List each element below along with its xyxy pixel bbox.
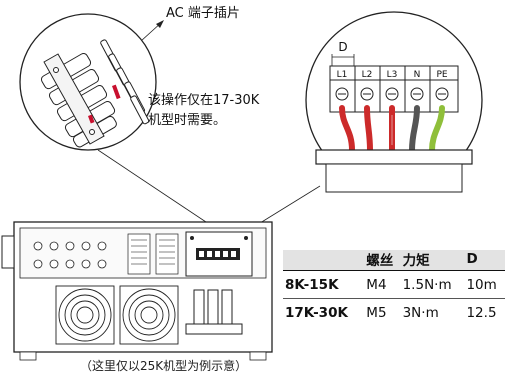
dimension-d-label: D — [338, 40, 347, 54]
model-note: 该操作仅在17-30K 机型时需要。 — [148, 91, 259, 131]
header-model — [283, 248, 365, 271]
header-torque: 力矩 — [400, 248, 465, 271]
cell-d: 10m — [464, 270, 505, 299]
torque-spec-table: 螺丝 力矩 D 8K-15K M4 1.5N·m 10m 17K-30K M5 … — [283, 248, 505, 326]
figure-caption: （这里仅以25K机型为例示意） — [80, 359, 248, 373]
header-screw: 螺丝 — [364, 248, 401, 271]
ac-terminal-label: AC 端子插片 — [166, 6, 240, 21]
terminal-label-l3: L3 — [387, 70, 398, 80]
cell-torque: 1.5N·m — [400, 270, 465, 299]
table-row: 8K-15K M4 1.5N·m 10m — [283, 270, 505, 299]
cell-model: 8K-15K — [283, 270, 365, 299]
terminal-label-pe: PE — [436, 70, 447, 80]
table-row: 17K-30K M5 3N·m 12.5 — [283, 299, 505, 327]
cell-torque: 3N·m — [402, 304, 439, 321]
model-note-line2: 机型时需要。 — [148, 113, 227, 128]
terminal-block-callout — [305, 11, 483, 193]
header-d: D — [464, 248, 505, 271]
ac-terminal-callout — [19, 13, 157, 151]
inverter-unit — [1, 221, 273, 361]
cell-screw: M5 — [366, 304, 387, 321]
model-note-line1: 该操作仅在17-30K — [148, 93, 260, 108]
terminal-label-l2: L2 — [362, 70, 373, 80]
cell-model: 17K-30K — [285, 304, 348, 321]
cell-d: 12.5 — [466, 304, 497, 321]
terminal-label-n: N — [414, 70, 421, 80]
terminal-label-l1: L1 — [337, 70, 348, 80]
cell-screw: M4 — [364, 270, 401, 299]
table-header-row: 螺丝 力矩 D — [283, 248, 505, 271]
